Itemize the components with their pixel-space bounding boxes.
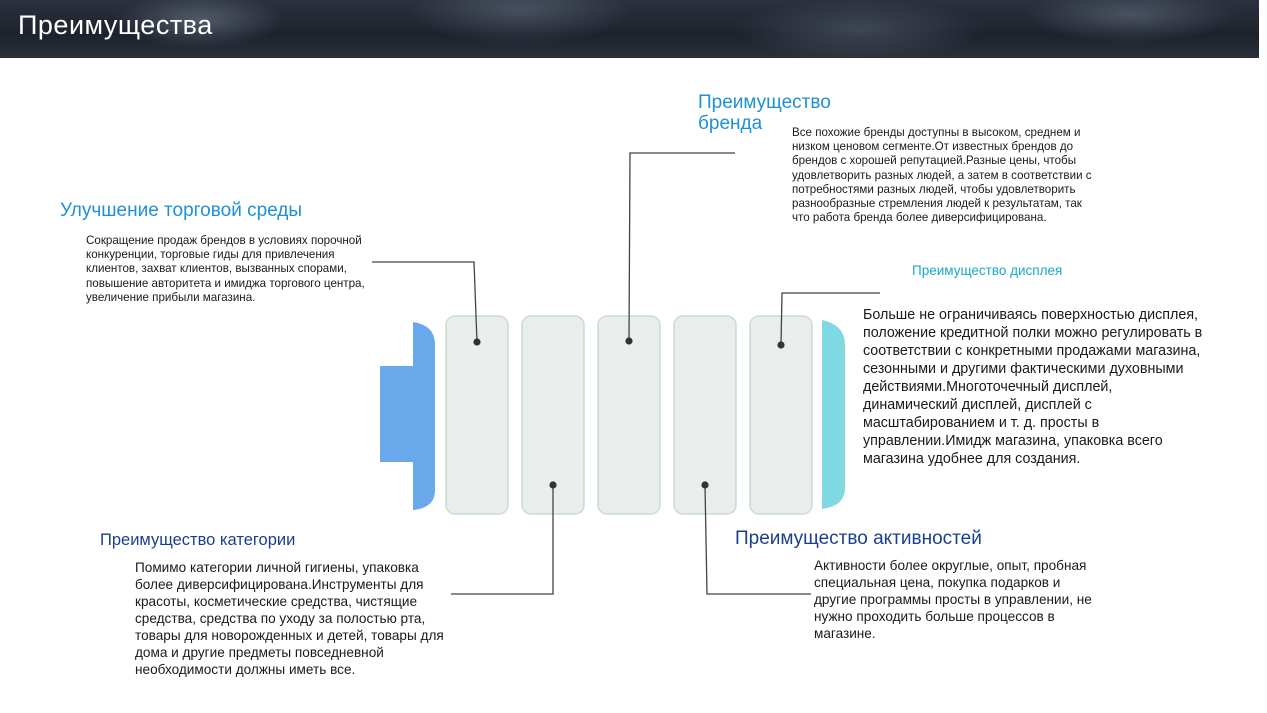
activity-heading: Преимущество активностей — [735, 528, 982, 549]
connector-dot — [625, 337, 633, 345]
connector-display — [780, 292, 880, 346]
connector-activity — [704, 484, 811, 595]
header-edge — [1259, 0, 1267, 58]
connector-category — [451, 485, 554, 595]
brand-heading: Преимущество бренда — [698, 92, 831, 135]
display-heading: Преимущество дисплея — [912, 263, 1063, 278]
shelf-slot — [597, 315, 661, 515]
category-text: Помимо категории личной гигиены, упаковк… — [135, 560, 444, 677]
connector-dot — [549, 481, 557, 489]
connector-brand — [628, 152, 735, 342]
left-cap — [413, 322, 435, 510]
category-heading: Преимущество категории — [100, 531, 296, 549]
connector-trade — [372, 261, 478, 343]
display-text: Больше не ограничиваясь поверхностью дис… — [863, 307, 1203, 467]
connector-dot — [473, 338, 481, 346]
header-banner: Преимущества — [0, 0, 1267, 58]
activity-text: Активности более округлые, опыт, пробная… — [814, 558, 1092, 641]
shelf-slot — [445, 315, 509, 515]
connector-dot — [777, 341, 785, 349]
brand-text: Все похожие бренды доступны в высоком, с… — [792, 126, 1092, 225]
trade-environment-text: Сокращение продаж брендов в условиях пор… — [86, 234, 365, 304]
connector-dot — [701, 481, 709, 489]
trade-environment-heading: Улучшение торговой среды — [60, 200, 303, 221]
right-cap — [822, 320, 845, 509]
page-title: Преимущества — [18, 10, 213, 40]
